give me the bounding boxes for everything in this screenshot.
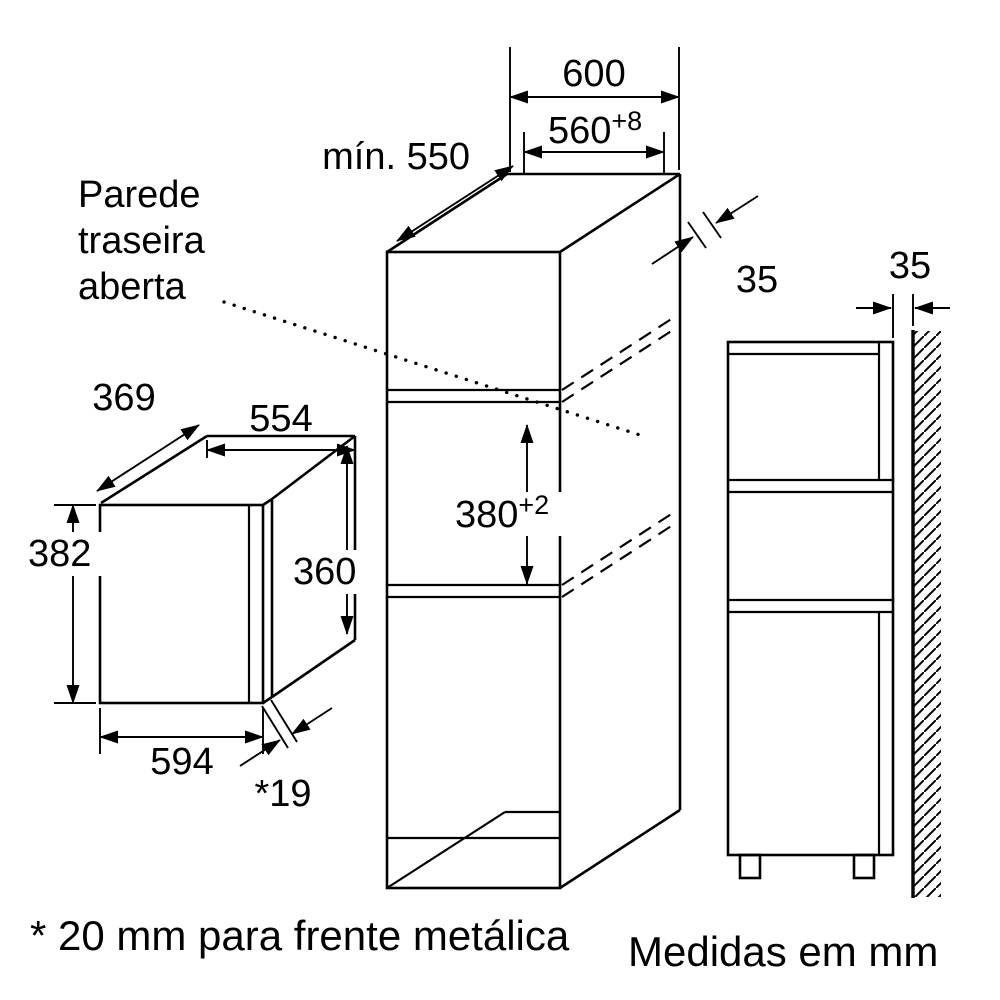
dim-mw-body-width: 554 [206, 398, 356, 458]
label-backdrop [450, 492, 562, 536]
label-backdrop [288, 550, 362, 594]
mw-front-height-label: 382 [28, 533, 91, 575]
rear-gap-label: 35 [736, 259, 778, 301]
dim-mw-front-offset: *19 [239, 699, 333, 815]
wall-gap-label: 35 [889, 245, 931, 287]
metal-front-footnote: * 20 mm para frente metálica [30, 912, 570, 959]
back-wall-leader-line [222, 300, 645, 438]
label-backdrop [24, 532, 102, 576]
dim-rear-gap: 35 [651, 195, 778, 301]
dim-mw-body-height: 360 [288, 445, 362, 635]
dim-wall-gap: 35 [856, 245, 950, 338]
units-note: Medidas em mm [628, 928, 938, 975]
cabinet-width-label: 600 [562, 53, 625, 95]
dim-mw-front-width: 594 [99, 708, 264, 783]
wall [911, 330, 941, 898]
side-view-drawing [726, 340, 895, 880]
niche-height-label: 380+2 [455, 490, 549, 536]
mw-body-width-label: 554 [249, 398, 312, 440]
back-wall-note-line2: traseira [78, 220, 206, 262]
dim-mw-front-height: 382 [24, 504, 102, 704]
back-wall-note-line1: Parede [78, 174, 201, 216]
mw-depth-label: 369 [92, 377, 155, 419]
dim-cabinet-width: 600 [509, 47, 680, 172]
dim-cabinet-depth: mín. 550 [322, 136, 514, 242]
niche-width-label: 560+8 [548, 106, 642, 152]
wall-hatch [914, 331, 941, 897]
mw-front-width-label: 594 [150, 741, 213, 783]
dim-mw-depth: 369 [92, 377, 200, 492]
mw-body-height-label: 360 [293, 551, 356, 593]
mw-front-offset-label: *19 [254, 773, 311, 815]
back-wall-note-line3: aberta [78, 266, 187, 308]
dim-niche-width: 560+8 [523, 106, 665, 173]
cabinet-depth-label: mín. 550 [322, 136, 470, 178]
dim-niche-height: 380+2 [450, 424, 562, 585]
